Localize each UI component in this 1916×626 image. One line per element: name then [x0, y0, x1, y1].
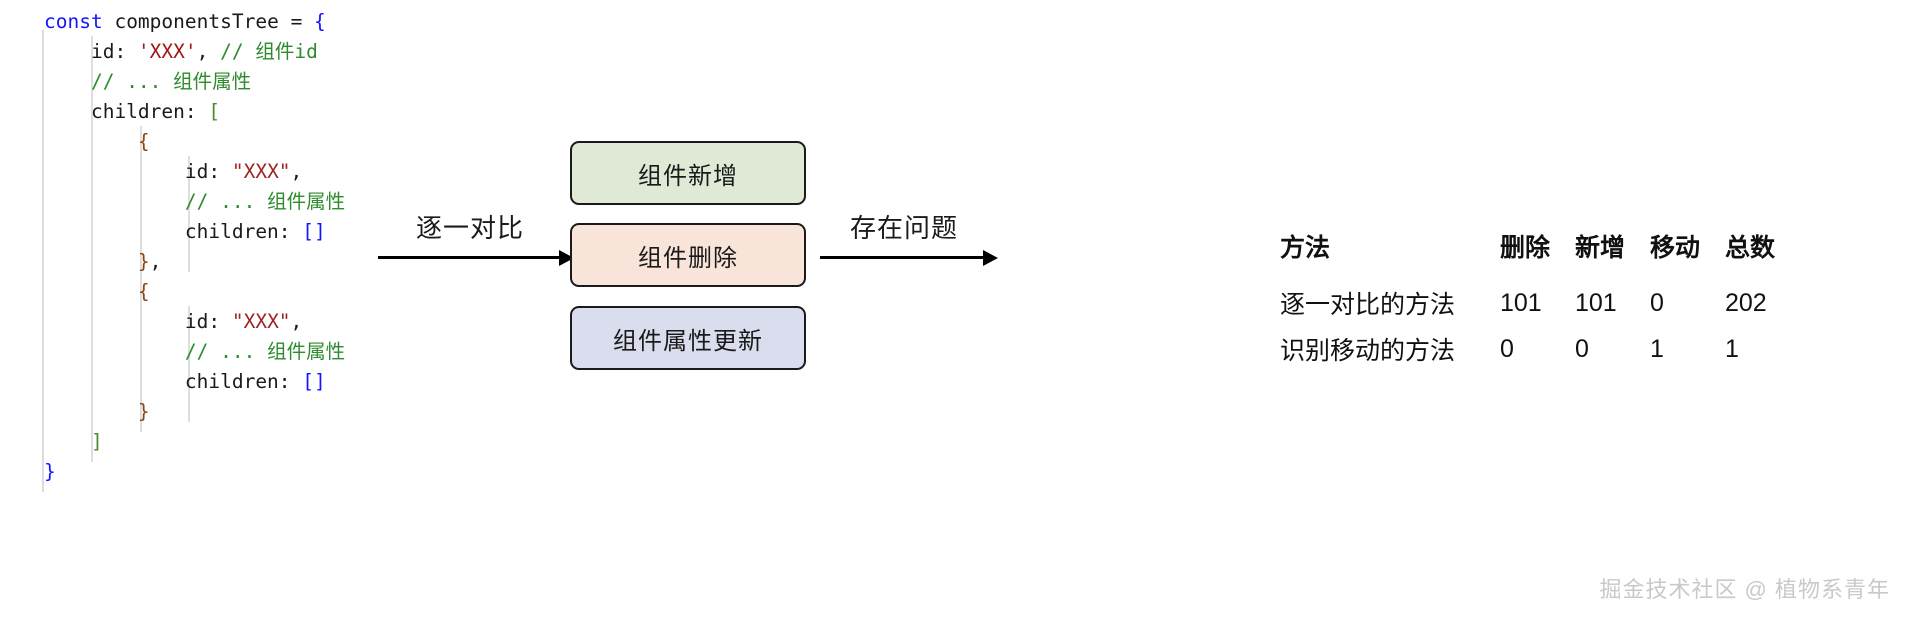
- code-token: id:: [44, 310, 232, 333]
- code-token: ]: [90, 430, 103, 453]
- code-token: id:: [44, 40, 138, 63]
- table-cell-total: 202: [1725, 288, 1767, 317]
- code-token: "XXX": [231, 310, 291, 333]
- code-line: {: [44, 127, 345, 157]
- code-line: },: [44, 247, 345, 277]
- code-token: // ... 组件属性: [90, 70, 252, 93]
- indent-guide-level-3a: [188, 156, 190, 272]
- table-cell-add: 0: [1575, 334, 1589, 363]
- code-line: }: [44, 397, 345, 427]
- watermark: 掘金技术社区 @ 植物系青年: [1599, 577, 1890, 602]
- table-cell-move: 0: [1650, 288, 1664, 317]
- code-line: const componentsTree = {: [44, 7, 345, 37]
- code-token: [44, 280, 138, 303]
- code-token: {: [314, 10, 326, 33]
- code-token: [44, 70, 91, 93]
- table-cell-move: 1: [1650, 334, 1664, 363]
- box-component-delete[interactable]: 组件删除: [570, 223, 806, 287]
- code-line: children: []: [44, 367, 345, 397]
- code-line: id: "XXX",: [44, 307, 345, 337]
- code-line: // ... 组件属性: [44, 187, 345, 217]
- code-line: children: [: [44, 97, 345, 127]
- table-cell-delete: 101: [1500, 288, 1542, 317]
- code-token: // ... 组件属性: [184, 190, 346, 213]
- code-token: id:: [44, 160, 232, 183]
- problem-arrow-head: [983, 249, 998, 266]
- code-line: id: "XXX",: [44, 157, 345, 187]
- code-token: [44, 130, 138, 153]
- code-token: ,: [290, 160, 303, 183]
- code-token: [44, 400, 138, 423]
- compare-arrow-line: [378, 256, 561, 259]
- code-line: {: [44, 277, 345, 307]
- table-header-total: 总数: [1725, 234, 1776, 262]
- code-token: {: [137, 280, 150, 303]
- code-lines: const componentsTree = { id: 'XXX', // 组…: [44, 7, 345, 487]
- table-cell-method: 识别移动的方法: [1280, 337, 1456, 365]
- code-token: }: [137, 250, 150, 273]
- code-gutter-line: [42, 30, 44, 492]
- table-header-row: 方法 删除 新增 移动 总数: [1280, 228, 1800, 280]
- table-header-delete: 删除: [1500, 234, 1551, 262]
- code-token: const: [44, 10, 115, 33]
- problem-arrow-line: [820, 256, 985, 259]
- table-header-add: 新增: [1575, 234, 1626, 262]
- box-component-update[interactable]: 组件属性更新: [570, 306, 806, 370]
- code-token: [44, 190, 185, 213]
- code-token: {: [137, 130, 150, 153]
- code-token: [44, 250, 138, 273]
- code-token: // 组件id: [220, 40, 318, 63]
- code-token: []: [302, 220, 326, 243]
- code-token: [44, 340, 185, 363]
- table-cell-total: 1: [1725, 334, 1739, 363]
- table-cell-add: 101: [1575, 288, 1617, 317]
- code-token: []: [302, 370, 326, 393]
- code-token: [44, 430, 91, 453]
- code-token: children:: [44, 370, 303, 393]
- indent-guide-level-3b: [188, 306, 190, 422]
- code-line: children: []: [44, 217, 345, 247]
- indent-guide-level-2: [140, 126, 142, 432]
- code-token: children:: [44, 220, 303, 243]
- code-token: "XXX": [231, 160, 291, 183]
- box-component-delete-label: 组件删除: [638, 244, 738, 272]
- code-token: children:: [44, 100, 209, 123]
- code-token: ,: [149, 250, 162, 273]
- code-token: ,: [196, 40, 221, 63]
- compare-arrow: 逐一对比: [378, 208, 590, 278]
- table-row: 识别移动的方法 0 0 1 1: [1280, 326, 1800, 372]
- box-component-update-label: 组件属性更新: [613, 327, 763, 355]
- code-token: ,: [290, 310, 303, 333]
- code-block: const componentsTree = { id: 'XXX', // 组…: [0, 0, 470, 626]
- code-token: // ... 组件属性: [184, 340, 346, 363]
- code-line: // ... 组件属性: [44, 337, 345, 367]
- table-header-method: 方法: [1280, 234, 1331, 262]
- code-line: id: 'XXX', // 组件id: [44, 37, 345, 67]
- code-token: 'XXX': [137, 40, 197, 63]
- code-token: }: [137, 400, 150, 423]
- problem-arrow-label: 存在问题: [850, 213, 959, 243]
- stats-table: 方法 删除 新增 移动 总数 逐一对比的方法 101 101 0 202 识别移…: [1280, 228, 1800, 372]
- table-header-move: 移动: [1650, 234, 1701, 262]
- code-line: }: [44, 457, 345, 487]
- code-token: }: [44, 460, 56, 483]
- box-component-add[interactable]: 组件新增: [570, 141, 806, 205]
- table-cell-delete: 0: [1500, 334, 1514, 363]
- code-line: // ... 组件属性: [44, 67, 345, 97]
- table-row: 逐一对比的方法 101 101 0 202: [1280, 280, 1800, 326]
- problem-arrow: 存在问题: [820, 208, 1000, 278]
- code-token: =: [290, 10, 315, 33]
- compare-arrow-label: 逐一对比: [416, 213, 525, 243]
- code-line: ]: [44, 427, 345, 457]
- code-token: componentsTree: [114, 10, 291, 33]
- indent-guide-level-1: [91, 36, 93, 462]
- code-token: [: [208, 100, 221, 123]
- table-cell-method: 逐一对比的方法: [1280, 291, 1456, 319]
- box-component-add-label: 组件新增: [638, 162, 738, 190]
